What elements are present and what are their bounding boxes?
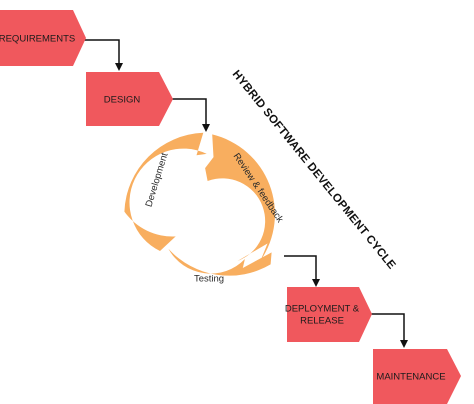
cycle-segment-review xyxy=(205,134,275,262)
step-maintenance: MAINTENANCE xyxy=(373,349,461,404)
step-deployment-shape xyxy=(287,287,372,342)
connector-requirements-design xyxy=(84,39,123,71)
step-deployment-release: DEPLOYMENT & RELEASE xyxy=(285,287,372,342)
connector-design-cycle xyxy=(172,98,210,132)
step-design-shape xyxy=(86,72,173,126)
cycle-segment-development xyxy=(124,132,207,251)
cycle-label-testing: Testing xyxy=(194,274,224,285)
step-maintenance-label: MAINTENANCE xyxy=(376,372,445,383)
step-requirements-shape xyxy=(0,10,86,66)
cycle-label-review: Review & feedback xyxy=(231,151,286,225)
step-maintenance-shape xyxy=(373,349,461,404)
connector-cycle-deployment xyxy=(284,255,320,287)
step-design: DESIGN xyxy=(86,72,173,126)
cycle-ring xyxy=(124,132,275,276)
connector-deployment-maintenance xyxy=(371,313,408,348)
step-deployment-label-line1: DEPLOYMENT & xyxy=(285,304,360,315)
step-design-label: DESIGN xyxy=(104,95,141,106)
step-deployment-label-line2: RELEASE xyxy=(300,316,344,327)
cycle-segment-testing xyxy=(168,248,272,276)
step-requirements: REQUIREMENTS xyxy=(0,10,86,66)
step-requirements-label: REQUIREMENTS xyxy=(0,34,75,45)
